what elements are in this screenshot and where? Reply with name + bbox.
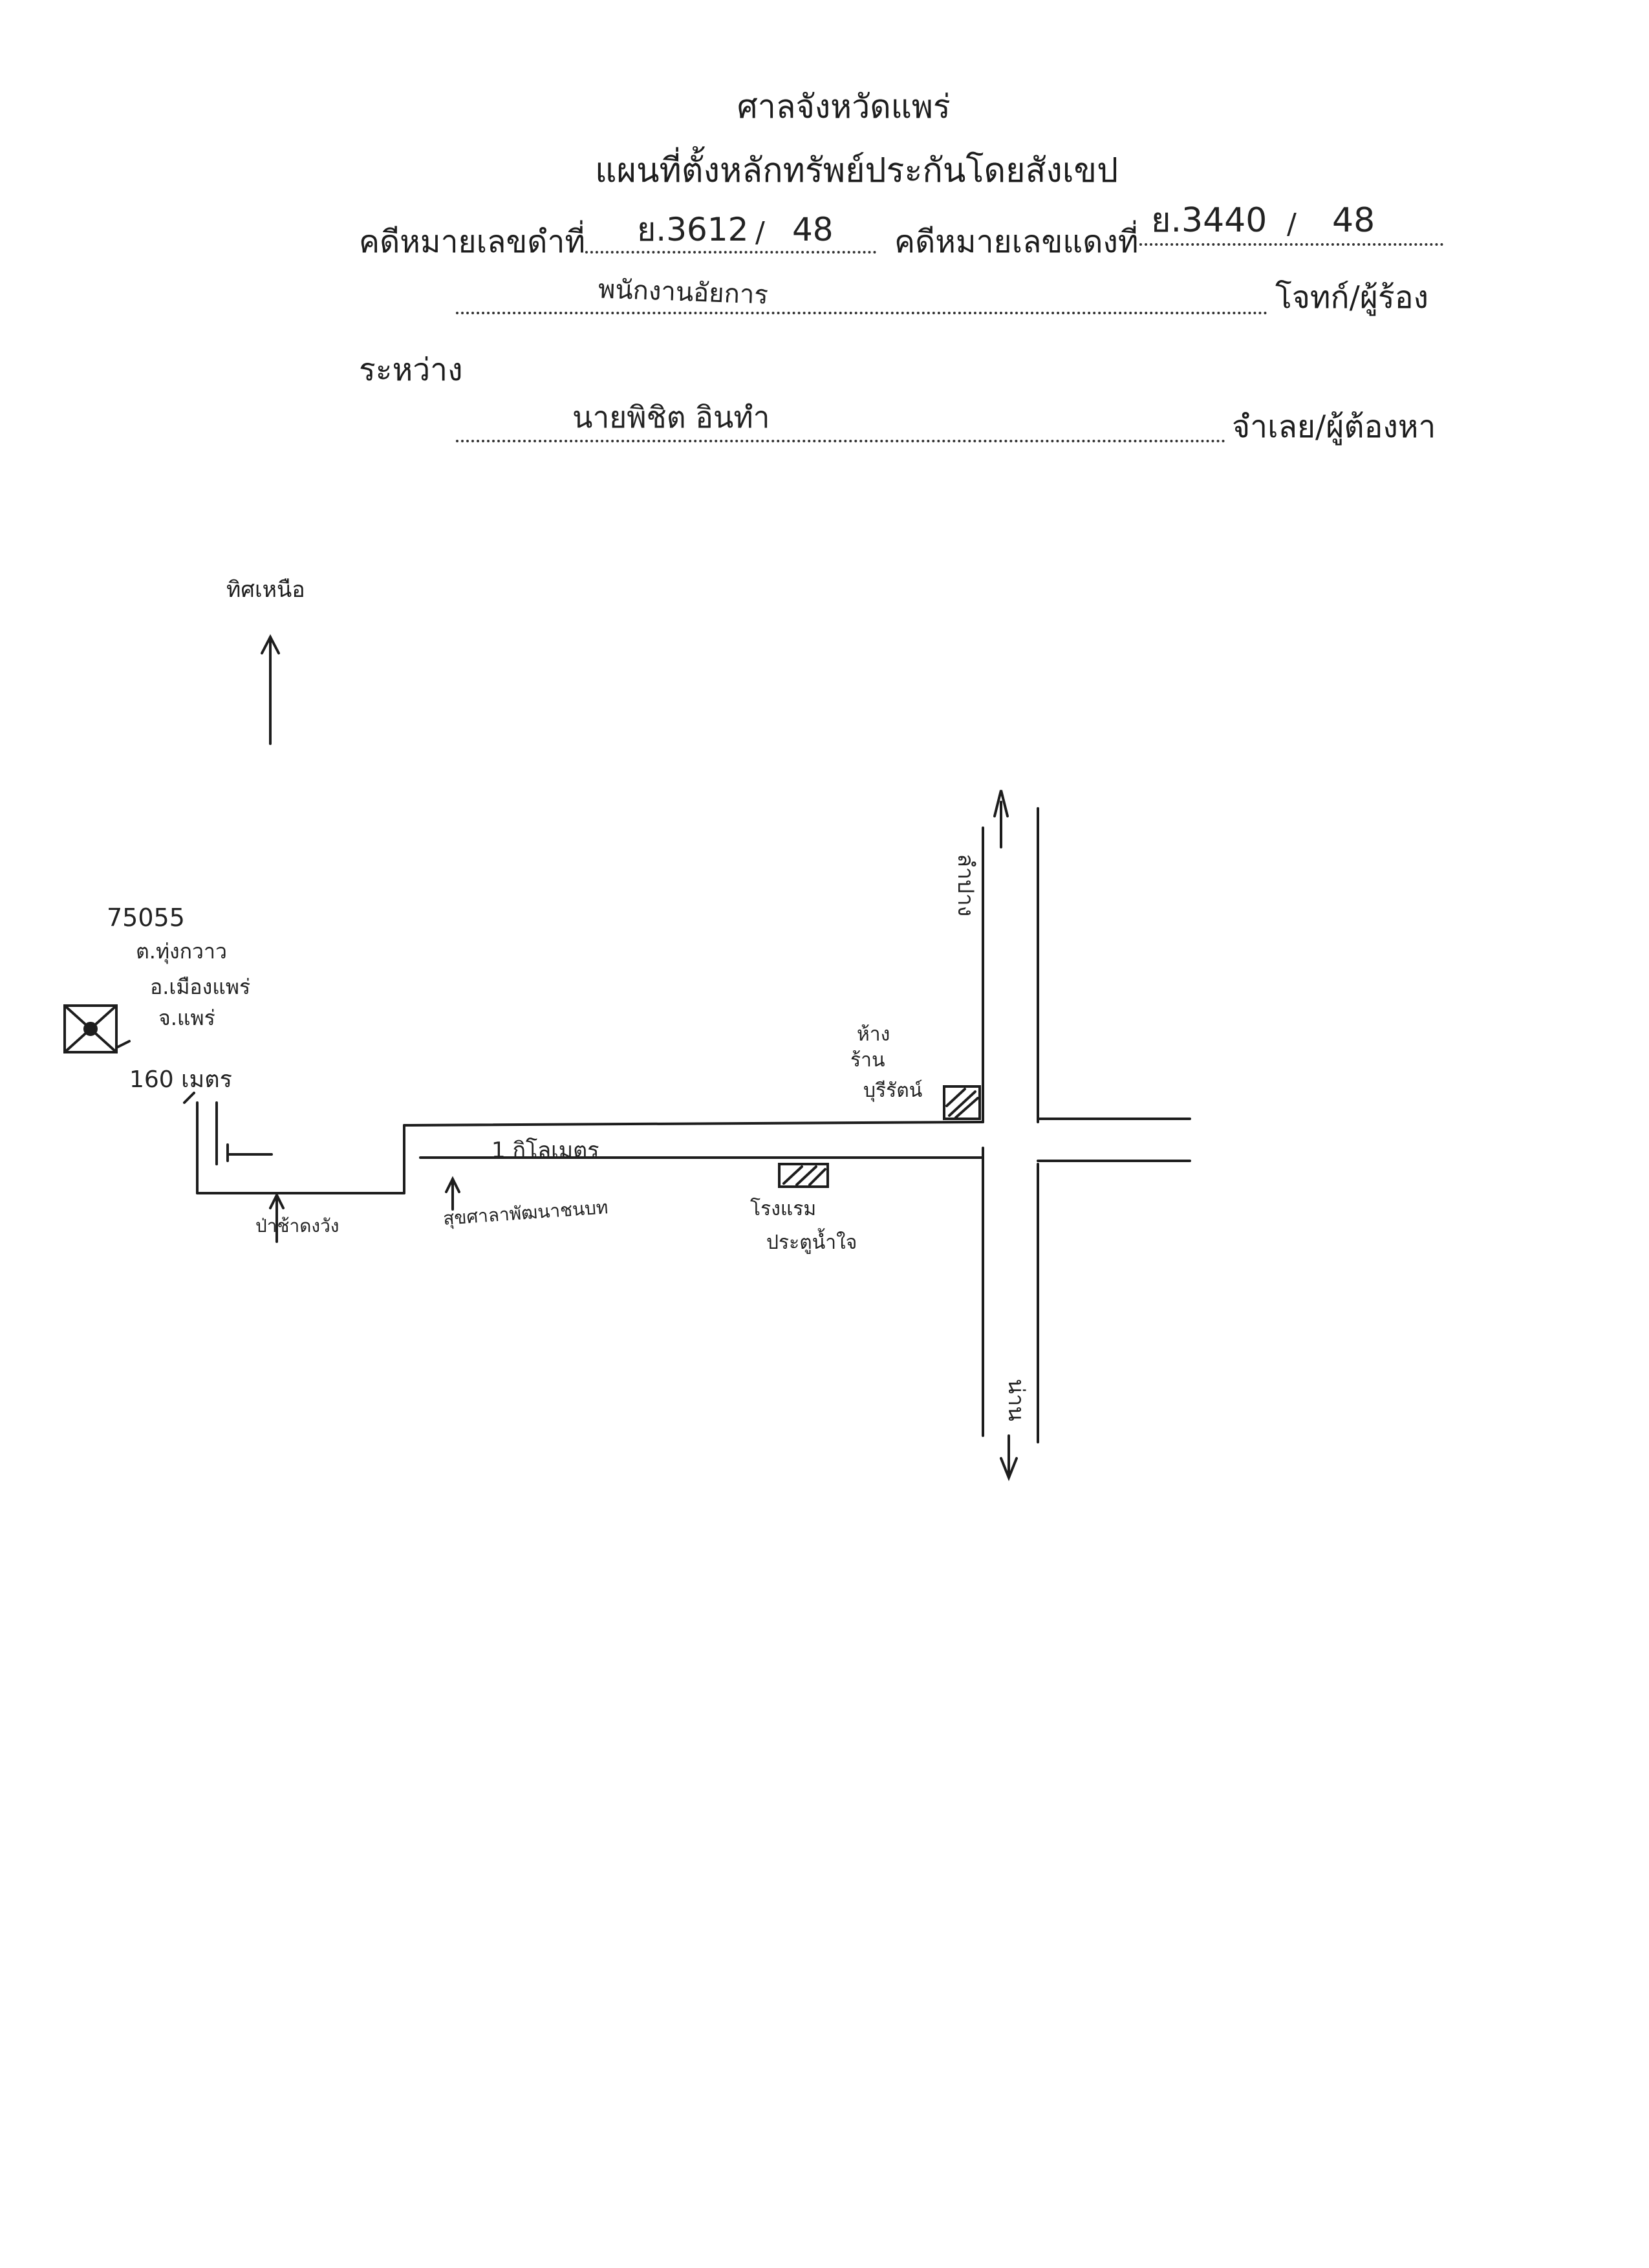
plaintiff-line — [456, 312, 1267, 314]
red-case-label: คดีหมายเลขแดงที่ — [894, 224, 1139, 260]
red-case-line — [1139, 243, 1443, 246]
distance-short: 160 เมตร — [129, 1066, 232, 1093]
lane-top-edge — [403, 1121, 984, 1127]
defendant-label: จำเลย/ผู้ต้องหา — [1232, 409, 1436, 445]
arrow-north — [993, 790, 1009, 817]
property-box — [63, 1004, 118, 1053]
shop-box — [943, 1085, 981, 1120]
red-case-slash: / — [1287, 208, 1297, 241]
court-name: ศาลจังหวัดแพร่ — [737, 88, 951, 125]
road-north-label: ลำปาง — [953, 854, 978, 917]
defendant-value: นายพิชิต อินทำ — [572, 400, 770, 435]
label-hotel-2: ประตูน้ำใจ — [766, 1231, 857, 1254]
address-line-2: ต.ทุ่งกวาว — [136, 939, 227, 964]
black-case-slash: / — [755, 216, 765, 249]
arrow-south — [1000, 1457, 1018, 1482]
distance-long: 1 กิโลเมตร — [491, 1138, 599, 1163]
address-line-4: จ.แพร่ — [158, 1006, 215, 1030]
label-cemetery: ป่าช้าดงวัง — [255, 1215, 339, 1237]
black-case-label: คดีหมายเลขดำที่ — [359, 224, 586, 260]
red-case-number: ย.3440 — [1151, 201, 1267, 240]
between-label: ระหว่าง — [359, 352, 463, 388]
road-south-label: น่าน — [1003, 1379, 1029, 1421]
label-shop-2: ร้าน — [850, 1049, 885, 1072]
document-title: แผนที่ตั้งหลักทรัพย์ประกันโดยสังเขป — [595, 151, 1119, 190]
red-case-year: 48 — [1332, 201, 1375, 240]
label-shop-3: บุรีรัตน์ — [863, 1079, 923, 1102]
black-case-year: 48 — [792, 211, 834, 248]
defendant-line — [456, 440, 1225, 442]
hotel-box — [778, 1163, 829, 1188]
label-shop-1: ห้าง — [857, 1023, 890, 1046]
black-case-line — [585, 251, 876, 254]
north-label: ทิศเหนือ — [226, 577, 305, 603]
plaintiff-label: โจทก์/ผู้ร้อง — [1275, 279, 1428, 316]
address-line-3: อ.เมืองแพร่ — [150, 975, 251, 999]
black-case-number: ย.3612 — [637, 211, 749, 248]
address-line-1: 75055 — [107, 903, 185, 932]
north-arrow-head — [261, 634, 280, 654]
label-hotel-1: โรงแรม — [750, 1198, 817, 1220]
property-mark — [83, 1022, 98, 1036]
